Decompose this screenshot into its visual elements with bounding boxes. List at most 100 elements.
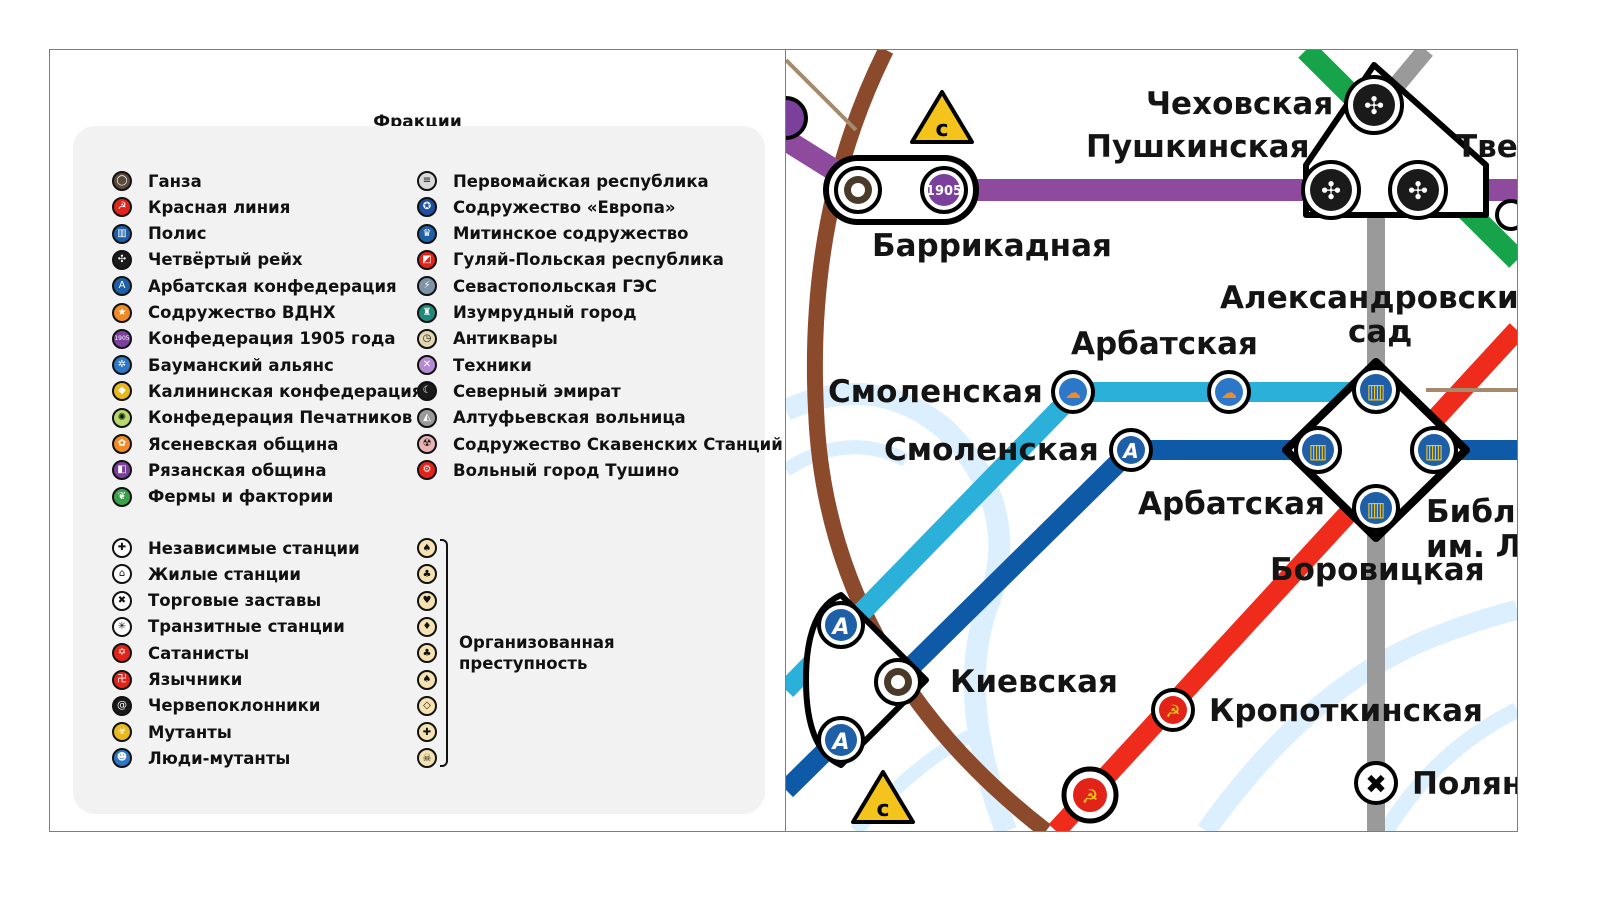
cross-chip-icon: ✚ [417,722,437,743]
farm-leaf-icon: ❦ [112,486,132,507]
smolenskaya-upper-marker[interactable]: ☁ [1051,370,1095,414]
metro-map-svg: 1905 ✣ ✣ ✣ ▥ [786,50,1517,831]
ryazan-halves-icon: ◧ [112,460,132,481]
legend-item-label: Четвёртый рейх [148,250,303,270]
legend-item: ☾Северный эмират [417,379,621,403]
independent-cross-icon: ✚ [112,538,132,558]
station-borovitskaya: Боровицкая [1270,552,1485,588]
antique-clock-icon: ◷ [417,328,437,349]
legend-item: @Червепоклонники [112,694,320,718]
svg-text:▥: ▥ [1425,439,1444,463]
legend-item-label: Изумрудный город [453,303,637,322]
triskelion-icon: ✣ [112,249,132,270]
station-arbatskaya-lower: Арбатская [1138,486,1325,522]
station-polyanka: Полян [1412,766,1517,802]
mitino-crown-icon: ♛ [417,223,437,244]
legend-item-label: Транзитные станции [148,617,345,637]
station-kievskaya: Киевская [950,664,1118,700]
legend-item: ♛ Митинское содружество [417,222,689,246]
station-aleksandrovsky-sad: Александровский [1220,280,1517,316]
svg-text:▥: ▥ [1367,497,1386,521]
legend-item-label: Люди-мутанты [148,748,291,768]
library-columns-icon: ▥ ▥ ▥ ▥ [1294,366,1458,532]
arbatskaya-upper-marker[interactable]: ☁ [1207,370,1251,414]
legend-item-label: Северный эмират [453,381,621,401]
legend-item-label: Ясеневская община [148,434,339,454]
pagan-symbol-icon: 卍 [112,669,132,690]
pervomayskaya-flag-icon: ≡ [417,171,437,191]
legend-item-label: Техники [453,355,532,375]
club-green-chip-icon: ♣ [417,643,437,664]
legend-item: ☢Содружество Скавенских Станций [417,432,783,456]
legend-item-label: Севастопольская ГЭС [453,276,657,296]
station-smolenskaya-lower: Смоленская [884,432,1099,468]
station-aleksandrovsky-sad-2: сад [1348,314,1412,350]
hammer-sickle-icon: ☭ [1165,702,1180,722]
legend-item: ✺ Конфедерация Печатников [112,406,412,430]
kalinin-diamond-icon: ◆ [112,381,132,402]
legend-item-label: Сатанисты [148,643,250,663]
legend-item-label: Язычники [148,670,243,689]
arbat-a-icon: A [830,730,849,755]
transit-asterisk-icon: ✳ [112,616,132,637]
legend-item: 卍 Язычники [112,668,242,692]
1905-badge-icon: 1905 [926,184,962,199]
organized-crime-label: Организованная преступность [459,633,615,673]
triskelion-icon: ✣ [1364,92,1384,120]
hazard-icon: c [910,90,974,144]
biohazard-icon: ☣ [112,722,132,743]
kievskaya-interchange[interactable]: A A [803,592,929,768]
hazard-icon: c [851,770,915,824]
legend-item: ✲Бауманский альянс [112,353,334,377]
metro-map-crop[interactable]: 1905 ✣ ✣ ✣ ▥ [786,50,1517,831]
chekhovskaya-right-marker[interactable] [1495,199,1517,231]
legend-item: ✕ Техники [417,353,532,377]
screenshot-frame: Фракции ◯Ганза☭Красная линия▥Полис✣Четвё… [49,49,1518,832]
polyanka-marker[interactable]: ✖ [1354,761,1398,805]
legend-item: ≡ Первомайская республика [417,169,709,193]
arbat-a-icon: A [112,276,132,297]
smolenskaya-lower-marker[interactable]: A [1109,428,1153,472]
legend-item-label: Красная линия [148,197,291,217]
tech-wrench-icon: ✕ [417,355,437,376]
legend-item-label: Первомайская республика [453,171,709,191]
legend-item: ❦Фермы и фактории [112,485,333,509]
hammer-sickle-icon: ☭ [1081,786,1098,808]
legend-item-label: Рязанская община [148,460,327,480]
divider [785,50,786,831]
legend-item: ⚡Севастопольская ГЭС [417,274,657,298]
park-kultury-marker[interactable]: ☭ [1061,766,1119,824]
pushkinskaya-interchange[interactable]: ✣ ✣ ✣ [1301,62,1489,220]
mushroom-icon: ☁ [1065,383,1081,402]
legend-item: ✪Содружество «Европа» [417,195,676,219]
svg-text:c: c [935,117,948,142]
legend-item: ◷Антиквары [417,327,558,351]
mushroom-icon: ☁ [1221,383,1237,402]
station-biblioteka-2: им. Л [1426,529,1517,565]
spade-chip-icon: ♠ [417,538,437,558]
triskelion-icon: ✣ [1408,177,1428,205]
barrikadnaya-interchange[interactable]: 1905 [823,155,979,225]
legend-item-label: Митинское содружество [453,224,689,244]
club-chip-icon: ♣ [417,564,437,585]
legend-item: ▥Полис [112,222,207,246]
heart-chip-icon: ♥ [417,590,437,611]
legend-item: ✿Ясеневская община [112,432,338,456]
kropotkinskaya-marker[interactable]: ☭ [1151,688,1195,732]
legend-item: ✚Независимые станции [112,536,360,560]
legend-item-label: Конфедерация Печатников [148,408,413,428]
station-pushkinskaya: Пушкинская [1086,129,1310,165]
legend-item-label: Содружество «Европа» [453,197,676,217]
diamond-chip-icon: ♦ [417,616,437,637]
gulyai-pole-flag-icon: ◩ [417,249,437,270]
legend-item: ☻Люди-мутанты [112,746,290,770]
legend-item: ✖Торговые заставы [112,589,321,613]
pechatniki-sun-icon: ✺ [112,407,132,428]
borovitskaya-interchange[interactable]: ▥ ▥ ▥ ▥ [1282,358,1470,542]
legend-item-label: Содружество ВДНХ [148,303,336,322]
tan-line [786,58,858,132]
station-chekhovskaya: Чеховская [1146,86,1333,122]
skull-chip-icon: ☠ [417,748,437,769]
trade-x-icon: ✖ [1365,770,1387,800]
